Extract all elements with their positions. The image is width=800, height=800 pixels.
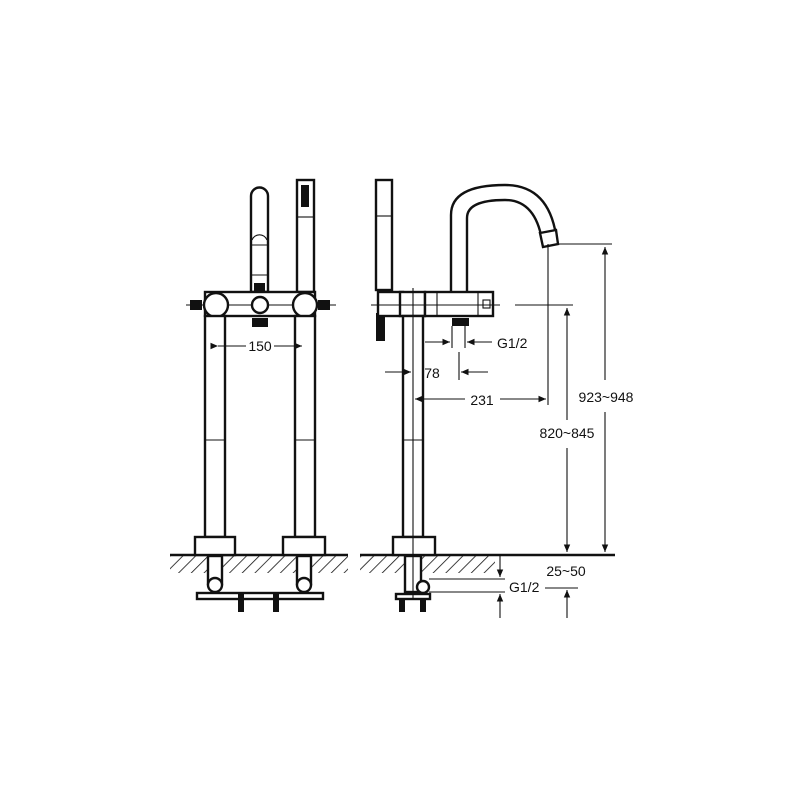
dim-820-845: 820~845 bbox=[540, 425, 595, 441]
left-lever bbox=[190, 300, 202, 310]
dim-231: 231 bbox=[470, 392, 494, 408]
dim-25-50: 25~50 bbox=[546, 563, 586, 579]
right-pipe bbox=[293, 314, 317, 539]
spout bbox=[249, 186, 270, 294]
column-base bbox=[391, 535, 437, 557]
floor-hatch bbox=[360, 556, 495, 573]
right-lever bbox=[318, 300, 330, 310]
left-base bbox=[193, 535, 237, 557]
dim-78: 78 bbox=[424, 365, 440, 381]
spout-outer bbox=[449, 183, 558, 292]
dim-923-948: 923~948 bbox=[579, 389, 634, 405]
diverter bbox=[250, 295, 270, 315]
left-pipe bbox=[203, 314, 227, 539]
cold-knob bbox=[291, 291, 319, 319]
hot-knob bbox=[202, 291, 230, 319]
hand-shower bbox=[374, 178, 394, 292]
floor-hatch bbox=[170, 556, 348, 573]
side-view: G1/2 78 231 923~948 820~845 G1/2 25~50 bbox=[360, 178, 634, 618]
mounting-bar bbox=[195, 591, 325, 601]
right-base bbox=[281, 535, 327, 557]
dim-150: 150 bbox=[248, 338, 272, 354]
hose-connector bbox=[376, 313, 385, 341]
front-view: 150 bbox=[170, 178, 348, 612]
dim-inlet-g12: G1/2 bbox=[497, 335, 528, 351]
mixer-body bbox=[423, 290, 495, 318]
dim-floor-g12: G1/2 bbox=[509, 579, 540, 595]
